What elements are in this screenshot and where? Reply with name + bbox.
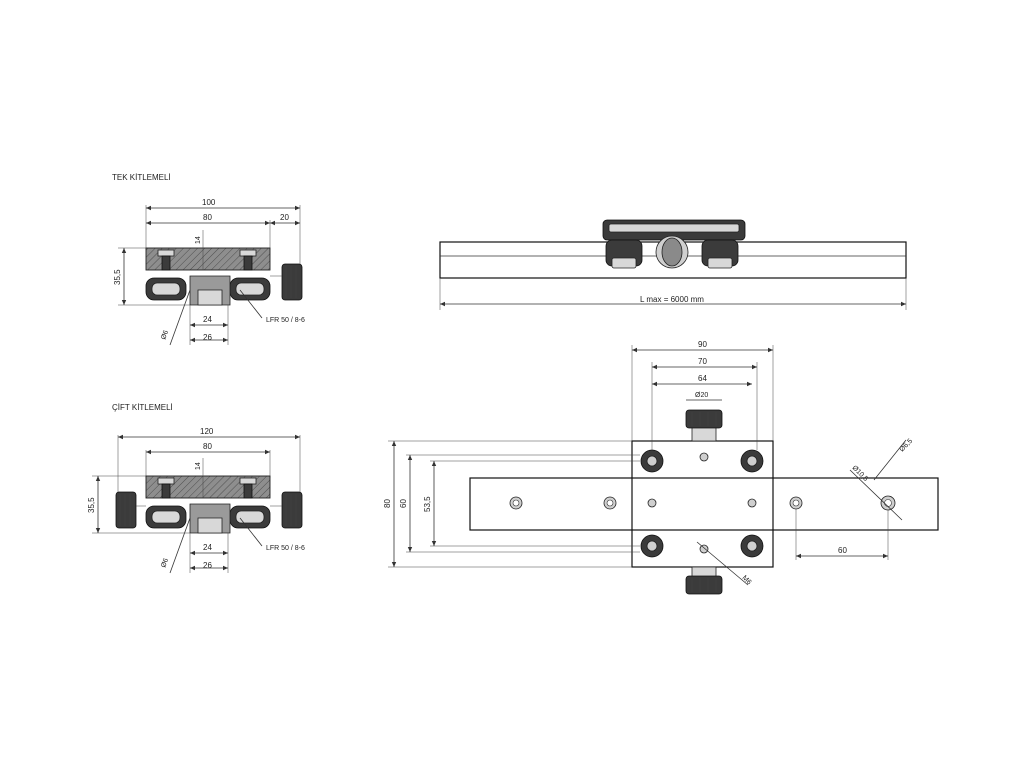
single-dim-rail: 24 (203, 315, 212, 324)
view-single-lock: TEK KİTLEMELİ 100 80 20 35,5 14 (112, 173, 305, 346)
top-dim-70: 70 (698, 357, 707, 366)
single-dim-total: 100 (202, 198, 216, 207)
single-lock-title: TEK KİTLEMELİ (112, 173, 171, 182)
single-dim-base: 26 (203, 333, 212, 342)
view-side: L max = 6000 mm (439, 219, 907, 310)
single-dim-knob: 20 (280, 213, 289, 222)
double-dim-base: 26 (203, 561, 212, 570)
double-dim-diameter: Ø6 (160, 557, 170, 568)
double-dim-height: 35,5 (87, 497, 96, 513)
top-dim-d65: Ø6,5 (898, 438, 914, 454)
top-dim-80: 80 (383, 499, 392, 508)
double-dim-plate: 14 (195, 462, 202, 470)
top-dim-d20: Ø20 (695, 392, 708, 399)
single-dim-plate: 14 (195, 236, 202, 244)
double-dim-total: 120 (200, 427, 214, 436)
single-dim-body: 80 (203, 213, 212, 222)
top-dim-m6: M6 (741, 574, 753, 586)
view-double-lock: ÇİFT KİTLEMELİ 120 80 35,5 14 (87, 403, 305, 574)
single-part-label: LFR 50 / 8-6 (266, 317, 305, 324)
top-dim-90: 90 (698, 340, 707, 349)
double-part-label: LFR 50 / 8-6 (266, 545, 305, 552)
single-dim-diameter: Ø6 (160, 329, 170, 340)
double-dim-body: 80 (203, 442, 212, 451)
double-lock-title: ÇİFT KİTLEMELİ (112, 403, 173, 412)
double-dim-rail: 24 (203, 543, 212, 552)
top-dim-64: 64 (698, 374, 707, 383)
top-dim-60v: 60 (399, 499, 408, 508)
side-length-label: L max = 6000 mm (640, 295, 704, 304)
single-dim-height: 35,5 (113, 269, 122, 285)
top-dim-60h: 60 (838, 546, 847, 555)
view-top: 90 70 64 Ø20 80 60 53,5 Ø10,5 Ø6,5 60 (383, 340, 939, 595)
top-dim-53: 53,5 (423, 496, 432, 512)
